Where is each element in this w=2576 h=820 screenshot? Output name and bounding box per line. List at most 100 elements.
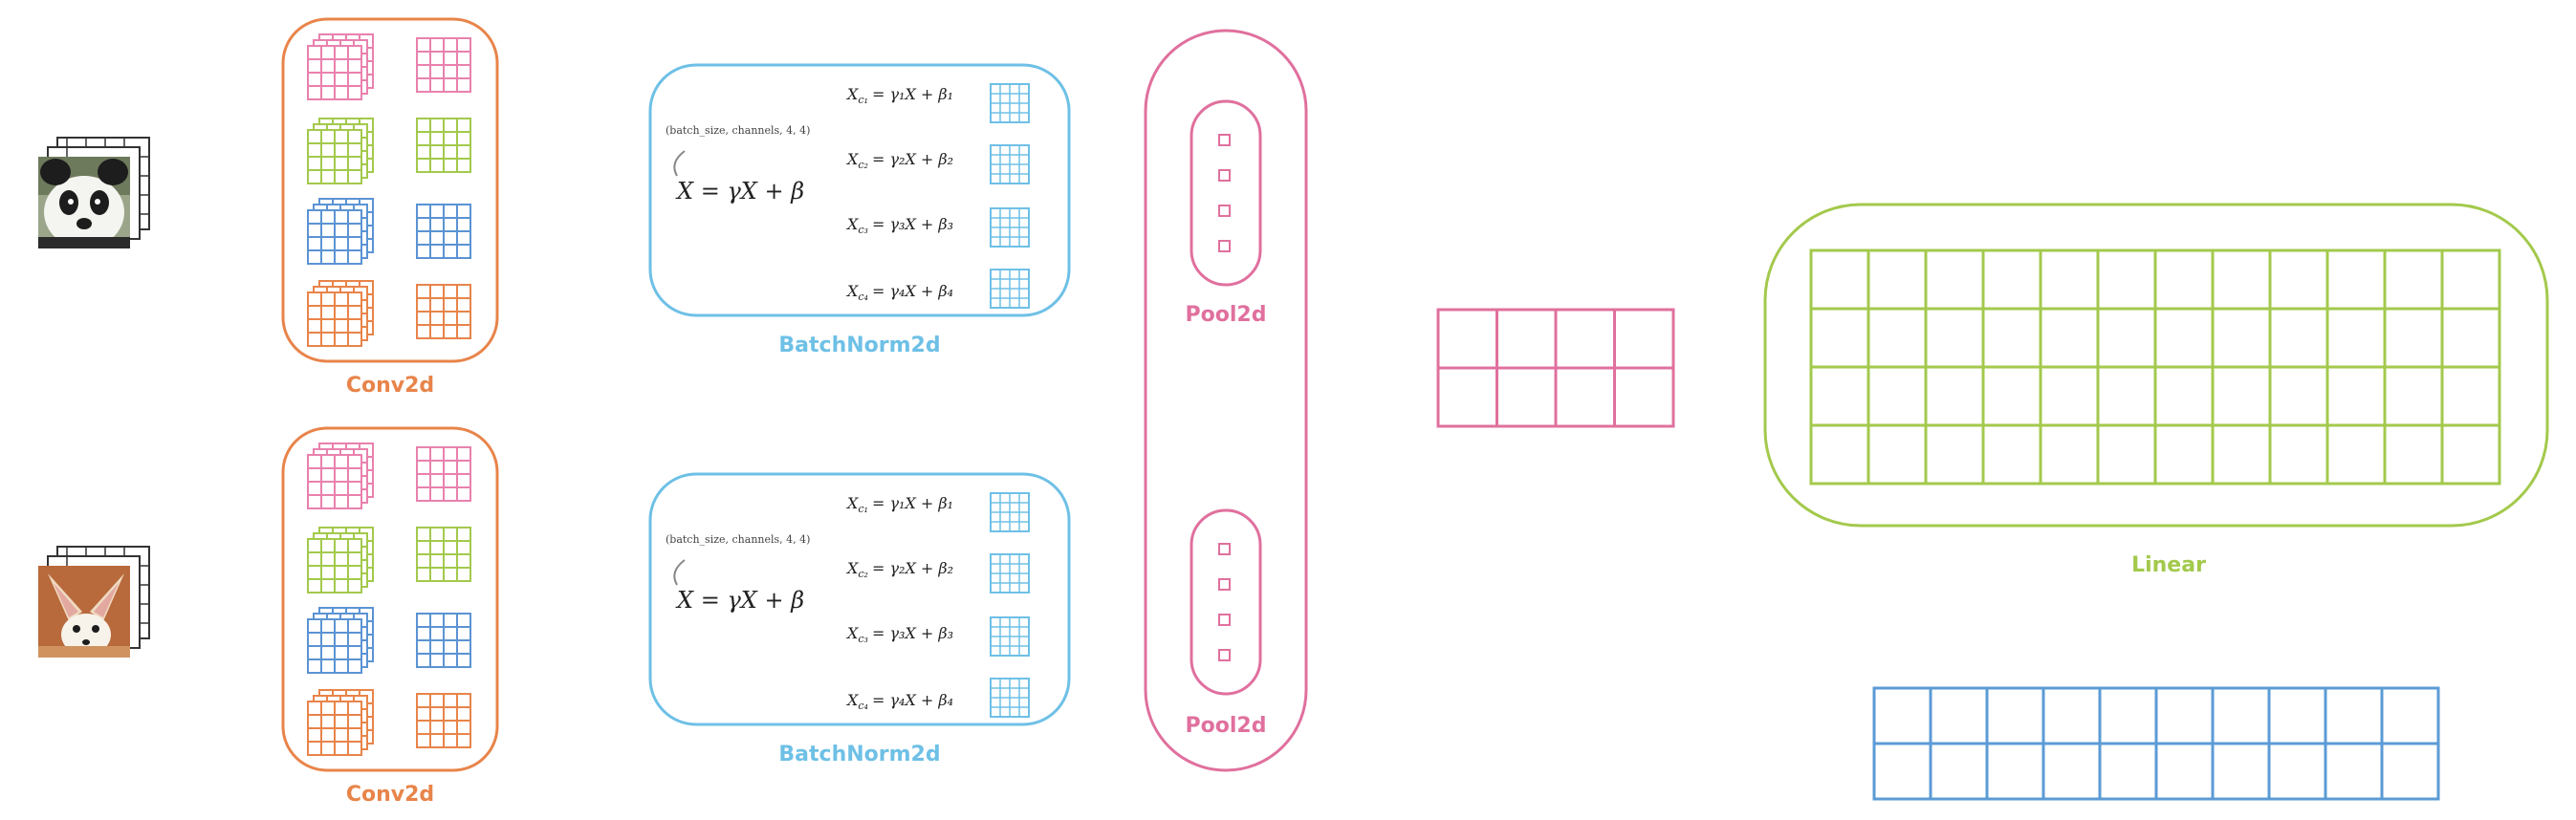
svg-text:Xc₁= γ₁X + β₁: Xc₁= γ₁X + β₁ xyxy=(845,494,953,515)
grid-cell xyxy=(2096,365,2157,427)
output-logits-grid xyxy=(1872,686,2440,801)
pool-square-icon xyxy=(1218,134,1231,252)
grid-cell xyxy=(1981,365,2042,427)
bn-main-formula: X = γX + β xyxy=(675,587,804,614)
grid-cell xyxy=(2096,423,2157,486)
grid-cell xyxy=(2153,307,2215,369)
pooled-feature-grid xyxy=(1436,308,1675,428)
grid-cell xyxy=(2380,742,2440,801)
fennec-input xyxy=(38,546,150,658)
grid-cell xyxy=(2383,248,2444,311)
grid-cell xyxy=(1985,742,2045,801)
grid-cell xyxy=(2154,742,2215,801)
panda-input xyxy=(38,137,150,248)
grid-cell xyxy=(2211,248,2272,311)
panda-image xyxy=(38,157,130,248)
grid-cell xyxy=(1436,308,1498,370)
grid-cell xyxy=(2211,742,2271,801)
grid-cell xyxy=(1872,742,1932,801)
grid-cell xyxy=(1981,248,2042,311)
grid-cell xyxy=(1872,686,1932,745)
bn-channel-formula: Xc₁= γ₁X + β₁ xyxy=(845,85,953,106)
conv2d-block-top: Conv2d xyxy=(281,17,499,398)
grid-cell xyxy=(2098,686,2158,745)
grid-cell xyxy=(2096,307,2157,369)
pool2d-block: Pool2d Pool2d xyxy=(1144,29,1308,772)
batchnorm2d-label-top: BatchNorm2d xyxy=(778,334,940,357)
svg-text:Xc₃= γ₃X + β₃: Xc₃= γ₃X + β₃ xyxy=(845,624,953,645)
batchnorm2d-block-top: (batch_size, channels, 4, 4) X = γX + β … xyxy=(648,63,1071,357)
grid-cell xyxy=(2383,307,2444,369)
grid-cell xyxy=(2211,686,2271,745)
grid-cell xyxy=(2211,307,2272,369)
bn-channel-formula: Xc₃= γ₃X + β₃ xyxy=(845,624,953,645)
bn-channel-formula: Xc₁= γ₁X + β₁ xyxy=(845,494,953,515)
pool-square-icon xyxy=(1218,543,1231,661)
grid-cell xyxy=(1929,742,1989,801)
grid-cell xyxy=(2440,248,2501,311)
grid-cell xyxy=(2041,686,2102,745)
grid-cell xyxy=(2268,307,2329,369)
grid-cell xyxy=(1495,366,1558,428)
grid-cell xyxy=(2154,686,2215,745)
grid-cell xyxy=(2324,686,2384,745)
grid-cell xyxy=(1809,248,1870,311)
grid-cell xyxy=(1867,307,1928,369)
grid-cell xyxy=(1867,365,1928,427)
linear-label: Linear xyxy=(2131,553,2206,577)
grid-cell xyxy=(2268,365,2329,427)
grid-cell xyxy=(2211,365,2272,427)
batchnorm2d-label-bottom: BatchNorm2d xyxy=(778,743,940,766)
grid-cell xyxy=(2153,365,2215,427)
bn-channel-formula: Xc₄= γ₄X + β₄ xyxy=(845,691,953,712)
grid-cell xyxy=(1867,248,1928,311)
conv2d-label-top: Conv2d xyxy=(346,374,434,398)
conv2d-label-bottom: Conv2d xyxy=(346,783,434,807)
grid-cell xyxy=(1809,307,1870,369)
grid-cell xyxy=(1495,308,1558,370)
grid-cell xyxy=(2325,248,2387,311)
grid-cell xyxy=(1929,686,1989,745)
bn-channel-formula: Xc₃= γ₃X + β₃ xyxy=(845,215,953,236)
grid-cell xyxy=(2098,742,2158,801)
svg-text:Xc₂= γ₂X + β₂: Xc₂= γ₂X + β₂ xyxy=(845,559,953,580)
grid-cell xyxy=(2039,365,2100,427)
grid-cell xyxy=(2267,742,2327,801)
grid-cell xyxy=(2380,686,2440,745)
grid-cell xyxy=(1613,308,1675,370)
bn-channel-formula: Xc₂= γ₂X + β₂ xyxy=(845,150,953,171)
grid-cell xyxy=(1867,423,1928,486)
svg-text:Xc₄= γ₄X + β₄: Xc₄= γ₄X + β₄ xyxy=(845,282,953,303)
shape-note: (batch_size, channels, 4, 4) xyxy=(666,124,810,137)
svg-text:Xc₃= γ₃X + β₃: Xc₃= γ₃X + β₃ xyxy=(845,215,953,236)
grid-cell xyxy=(1981,423,2042,486)
grid-cell xyxy=(1981,307,2042,369)
grid-cell xyxy=(1554,366,1616,428)
fennec-fox-image xyxy=(38,566,130,658)
svg-text:Xc₄= γ₄X + β₄: Xc₄= γ₄X + β₄ xyxy=(845,691,953,712)
grid-cell xyxy=(2440,307,2501,369)
grid-cell xyxy=(1924,365,1985,427)
linear-block: Linear xyxy=(1763,203,2549,577)
grid-cell xyxy=(1809,423,1870,486)
grid-cell xyxy=(2268,423,2329,486)
svg-text:Xc₁= γ₁X + β₁: Xc₁= γ₁X + β₁ xyxy=(845,85,953,106)
grid-cell xyxy=(2096,248,2157,311)
svg-text:Xc₂= γ₂X + β₂: Xc₂= γ₂X + β₂ xyxy=(845,150,953,171)
grid-cell xyxy=(2324,742,2384,801)
batchnorm2d-block-bottom: (batch_size, channels, 4, 4) X = γX + β … xyxy=(648,472,1071,766)
grid-cell xyxy=(2268,248,2329,311)
bn-channel-formula: Xc₂= γ₂X + β₂ xyxy=(845,559,953,580)
grid-cell xyxy=(2041,742,2102,801)
grid-cell xyxy=(1554,308,1616,370)
grid-cell xyxy=(1809,365,1870,427)
grid-cell xyxy=(1613,366,1675,428)
grid-cell xyxy=(2440,423,2501,486)
grid-cell xyxy=(1924,307,1985,369)
grid-cell xyxy=(2325,423,2387,486)
grid-cell xyxy=(2153,248,2215,311)
grid-cell xyxy=(2039,307,2100,369)
grid-cell xyxy=(2039,423,2100,486)
grid-cell xyxy=(1924,423,1985,486)
